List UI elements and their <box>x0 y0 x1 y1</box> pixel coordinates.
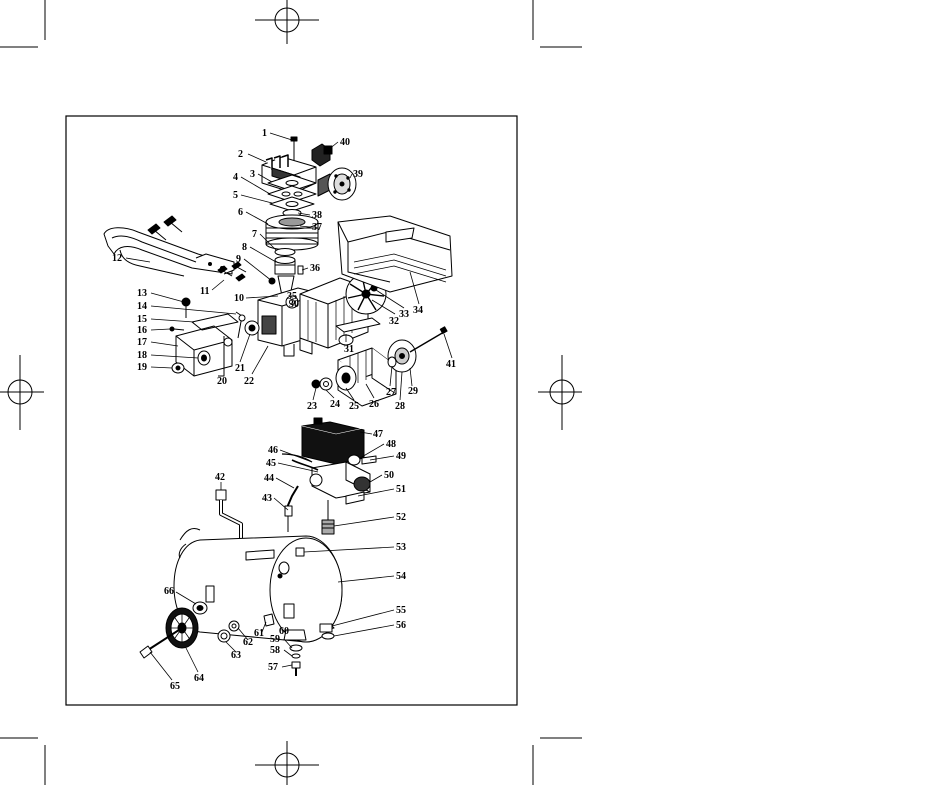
part-18-sight-glass <box>198 351 210 365</box>
callout-41: 41 <box>446 359 456 370</box>
callout-6: 6 <box>238 207 243 218</box>
callout-34: 34 <box>413 305 423 316</box>
part-27-bearing <box>388 357 396 367</box>
callout-5: 5 <box>233 190 238 201</box>
callout-15: 15 <box>137 314 147 325</box>
part-52-coupler <box>322 520 334 534</box>
callout-12: 12 <box>112 253 122 264</box>
callout-42: 42 <box>215 472 225 483</box>
callout-40: 40 <box>340 137 350 148</box>
callout-60: 60 <box>279 626 289 637</box>
part-48-gauge <box>348 455 360 465</box>
callout-43: 43 <box>262 493 272 504</box>
part-56-washer <box>322 633 334 639</box>
callout-53: 53 <box>396 542 406 553</box>
callout-36: 36 <box>310 263 320 274</box>
callout-52: 52 <box>396 512 406 523</box>
callout-25: 25 <box>349 401 359 412</box>
callout-3: 3 <box>250 169 255 180</box>
callout-1: 1 <box>262 128 267 139</box>
callout-8: 8 <box>242 242 247 253</box>
part-53-tank-port <box>296 548 304 556</box>
callout-55: 55 <box>396 605 406 616</box>
callout-51: 51 <box>396 484 406 495</box>
callout-16: 16 <box>137 325 147 336</box>
callout-20: 20 <box>217 376 227 387</box>
callout-11: 11 <box>200 286 209 297</box>
callout-9: 9 <box>236 254 241 265</box>
callout-61: 61 <box>254 628 264 639</box>
callout-14: 14 <box>137 301 147 312</box>
callout-24: 24 <box>330 399 340 410</box>
callout-35: 35 <box>287 291 297 302</box>
callout-47: 47 <box>373 429 383 440</box>
callout-57: 57 <box>268 662 278 673</box>
callout-39: 39 <box>353 169 363 180</box>
callout-4: 4 <box>233 172 238 183</box>
part-24-washer <box>320 378 332 390</box>
callout-50: 50 <box>384 470 394 481</box>
part-7-piston-ring <box>275 249 295 256</box>
callout-56: 56 <box>396 620 406 631</box>
callout-66: 66 <box>164 586 174 597</box>
callout-44: 44 <box>264 473 274 484</box>
callout-29: 29 <box>408 386 418 397</box>
callout-23: 23 <box>307 401 317 412</box>
callout-38: 38 <box>312 210 322 221</box>
part-55-nut <box>320 624 334 632</box>
registration-mark-right <box>538 355 582 430</box>
callout-31: 31 <box>344 344 354 355</box>
callout-62: 62 <box>243 637 253 648</box>
registration-mark-bottom <box>255 741 319 785</box>
callout-10: 10 <box>234 293 244 304</box>
callout-13: 13 <box>137 288 147 299</box>
registration-mark-left <box>0 355 44 430</box>
callout-32: 32 <box>389 316 399 327</box>
callout-19: 19 <box>137 362 147 373</box>
part-63-spacer <box>218 630 230 642</box>
callout-26: 26 <box>369 399 379 410</box>
part-54-air-tank <box>174 528 342 642</box>
callout-45: 45 <box>266 458 276 469</box>
part-23-nut <box>312 380 320 388</box>
part-8-piston <box>275 257 295 275</box>
part-21-bearing <box>245 321 259 335</box>
registration-mark-top <box>255 0 319 44</box>
callout-64: 64 <box>194 673 204 684</box>
part-62-washer <box>229 621 239 631</box>
part-49-relief-valve <box>362 456 376 464</box>
callout-22: 22 <box>244 376 254 387</box>
callout-27: 27 <box>386 387 396 398</box>
callout-21: 21 <box>235 363 245 374</box>
callout-33: 33 <box>399 309 409 320</box>
callout-46: 46 <box>268 445 278 456</box>
callout-37: 37 <box>312 222 322 233</box>
callout-58: 58 <box>270 645 280 656</box>
callout-54: 54 <box>396 571 406 582</box>
callout-17: 17 <box>137 337 147 348</box>
callout-7: 7 <box>252 229 257 240</box>
callout-18: 18 <box>137 350 147 361</box>
callout-63: 63 <box>231 650 241 661</box>
callout-65: 65 <box>170 681 180 692</box>
callout-2: 2 <box>238 149 243 160</box>
callout-49: 49 <box>396 451 406 462</box>
part-58-washer <box>292 654 300 658</box>
callout-28: 28 <box>395 401 405 412</box>
callout-48: 48 <box>386 439 396 450</box>
part-19-drain-plug <box>172 363 184 373</box>
part-25-rotor <box>336 366 356 390</box>
